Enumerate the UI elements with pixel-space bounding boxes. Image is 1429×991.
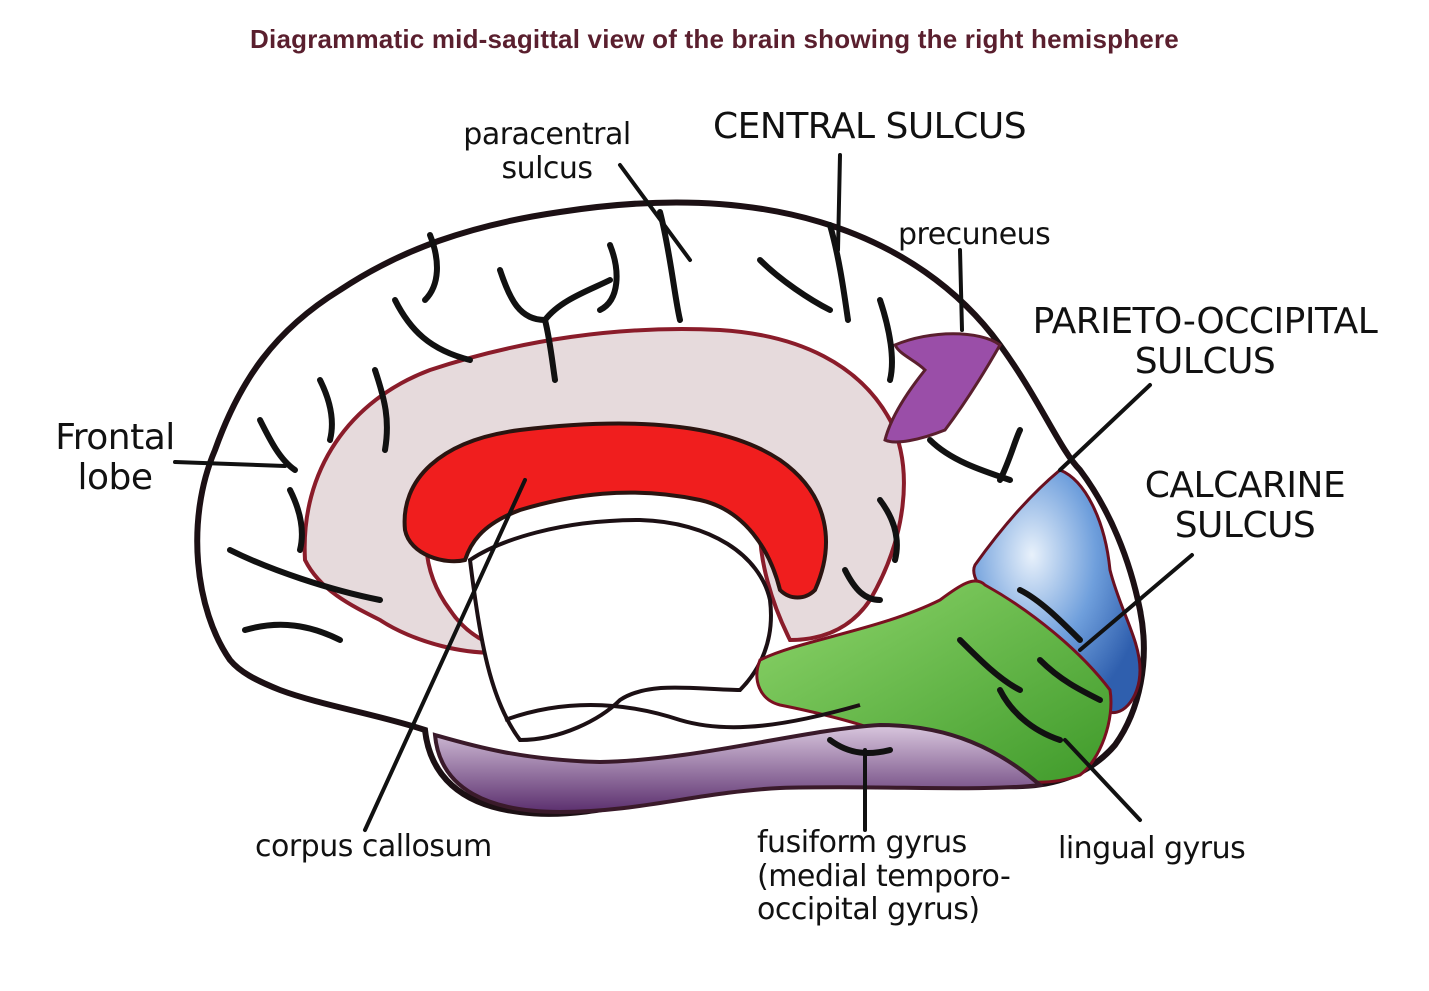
- label-parieto-line-2: SULCUS: [1134, 341, 1276, 383]
- label-frontal-line-1: Frontal: [55, 417, 175, 458]
- label-fusiform-gyrus: fusiform gyrus (medial temporo- occipita…: [757, 825, 1011, 928]
- diagram-title: Diagrammatic mid-sagittal view of the br…: [250, 24, 1179, 54]
- label-calcarine-sulcus: CALCARINE SULCUS: [1130, 465, 1360, 547]
- label-calcarine-line-1: CALCARINE: [1144, 465, 1346, 506]
- label-frontal-line-2: lobe: [77, 457, 153, 499]
- diencephalon-outline: [467, 517, 773, 743]
- label-lingual-gyrus: lingual gyrus: [1058, 831, 1246, 866]
- fusiform-gyrus-region: [432, 722, 1045, 815]
- label-calcarine-line-2: SULCUS: [1174, 505, 1316, 547]
- label-corpus-callosum: corpus callosum: [255, 829, 492, 864]
- label-parieto-occipital-sulcus: PARIETO-OCCIPITAL SULCUS: [1020, 301, 1390, 383]
- label-frontal-lobe: Frontal lobe: [40, 417, 190, 499]
- label-paracentral-line-1: paracentral: [463, 117, 631, 152]
- label-central-sulcus: CENTRAL SULCUS: [713, 106, 1027, 147]
- label-parieto-line-1: PARIETO-OCCIPITAL: [1032, 301, 1378, 342]
- label-fusiform-line-2: (medial temporo-: [757, 858, 1011, 894]
- temporal-boundary-line: [504, 703, 861, 730]
- label-paracentral-line-2: sulcus: [501, 150, 593, 186]
- lingual-gyrus-region: [755, 579, 1113, 784]
- label-paracentral-sulcus: paracentral sulcus: [452, 118, 642, 185]
- label-fusiform-line-1: fusiform gyrus: [757, 825, 967, 860]
- corpus-callosum-shape: [402, 421, 828, 600]
- precuneus-region: [883, 332, 1002, 444]
- leader-lines: [173, 153, 1194, 832]
- sulci-lines: [227, 209, 1103, 756]
- label-fusiform-line-3: occipital gyrus): [757, 892, 980, 928]
- label-precuneus: precuneus: [898, 217, 1051, 252]
